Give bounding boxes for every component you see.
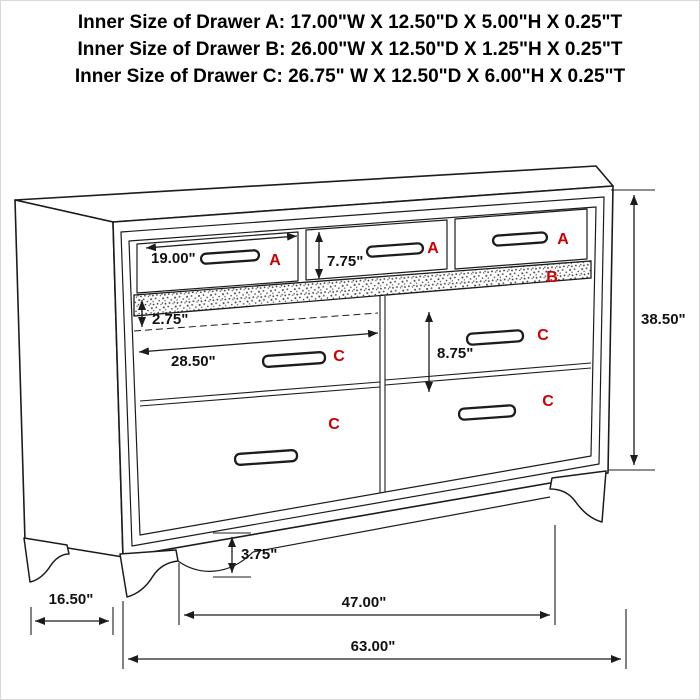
drawer-section-c (139, 296, 592, 493)
dim-drawer-c-height: 8.75" (425, 312, 473, 392)
label-drawer-a2: A (427, 240, 439, 257)
dim-drawer-c-width-text: 28.50" (171, 353, 216, 370)
front-right-foot (549, 470, 607, 523)
drawer-handles (199, 231, 549, 466)
dim-overall-height: 38.50" (608, 189, 686, 471)
dim-drawer-c-width: 28.50" (138, 329, 379, 370)
dim-base-height-text: 3.75" (241, 546, 277, 563)
label-drawer-c-right-bottom: C (542, 393, 554, 410)
base-rail-curve (177, 551, 254, 572)
cabinet-side-panel (14, 199, 124, 558)
front-frame-bevel-inner (128, 206, 597, 536)
title-block: Inner Size of Drawer A: 17.00"W X 12.50"… (1, 9, 699, 90)
label-drawer-c-left-bottom: C (328, 416, 340, 433)
label-drawer-a1: A (269, 252, 281, 269)
drawer-c-right-bottom-handle (457, 404, 517, 421)
dim-drawer-a-height-text: 7.75" (327, 253, 363, 270)
dim-drawer-a-width-arrow (145, 232, 298, 252)
title-drawer-c: Inner Size of Drawer C: 26.75" W X 12.50… (74, 66, 626, 87)
front-left-foot (119, 549, 179, 598)
drawer-a1-handle (199, 249, 261, 265)
dim-drawer-a-width: 19.00" (145, 232, 298, 267)
dim-drawer-c-height-text: 8.75" (437, 345, 473, 362)
front-frame-bevel-outer (120, 196, 605, 547)
dim-overall-height-text: 38.50" (641, 311, 686, 328)
left-column-divider-bottom (139, 386, 381, 407)
label-drawer-a3: A (557, 231, 569, 248)
dim-overall-width: 63.00" (122, 601, 627, 669)
dim-drawer-a-height: 7.75" (315, 232, 363, 279)
drawer-a3-handle (491, 231, 549, 247)
dim-depth-text: 16.50" (49, 591, 94, 608)
title-drawer-a: Inner Size of Drawer A: 17.00"W X 12.50"… (77, 12, 623, 33)
right-column-divider-top (384, 362, 592, 381)
title-drawer-b: Inner Size of Drawer B: 26.00"W X 12.50"… (77, 39, 623, 60)
drawer-c-right-top-handle (465, 329, 525, 346)
left-column-divider-top (139, 381, 381, 402)
label-drawer-b: B (546, 269, 558, 286)
base-and-feet (23, 470, 607, 598)
dim-depth: 16.50" (30, 591, 114, 635)
label-drawer-c-left-top: C (333, 348, 345, 365)
base-rail-edge (252, 496, 551, 553)
dim-drawer-b-height-text: 2.75" (152, 311, 188, 328)
drawer-c-left-bottom-handle (233, 449, 299, 466)
label-drawer-c-right-top: C (537, 327, 549, 344)
drawer-b-front (133, 260, 592, 317)
dim-drawer-a-width-text: 19.00" (151, 250, 196, 267)
drawer-a2-handle (365, 242, 425, 258)
dim-drawer-b-height: 2.75" (133, 300, 379, 332)
dim-drawer-b-ref-line (133, 312, 379, 332)
back-left-foot (23, 537, 70, 583)
right-column-divider-bottom (384, 367, 592, 386)
dim-overall-width-text: 63.00" (351, 638, 396, 655)
dim-drawer-c-width-arrow (138, 329, 379, 356)
dim-inner-width: 47.00" (178, 525, 556, 625)
dim-inner-width-text: 47.00" (342, 594, 387, 611)
dim-base-height: 3.75" (213, 532, 277, 578)
